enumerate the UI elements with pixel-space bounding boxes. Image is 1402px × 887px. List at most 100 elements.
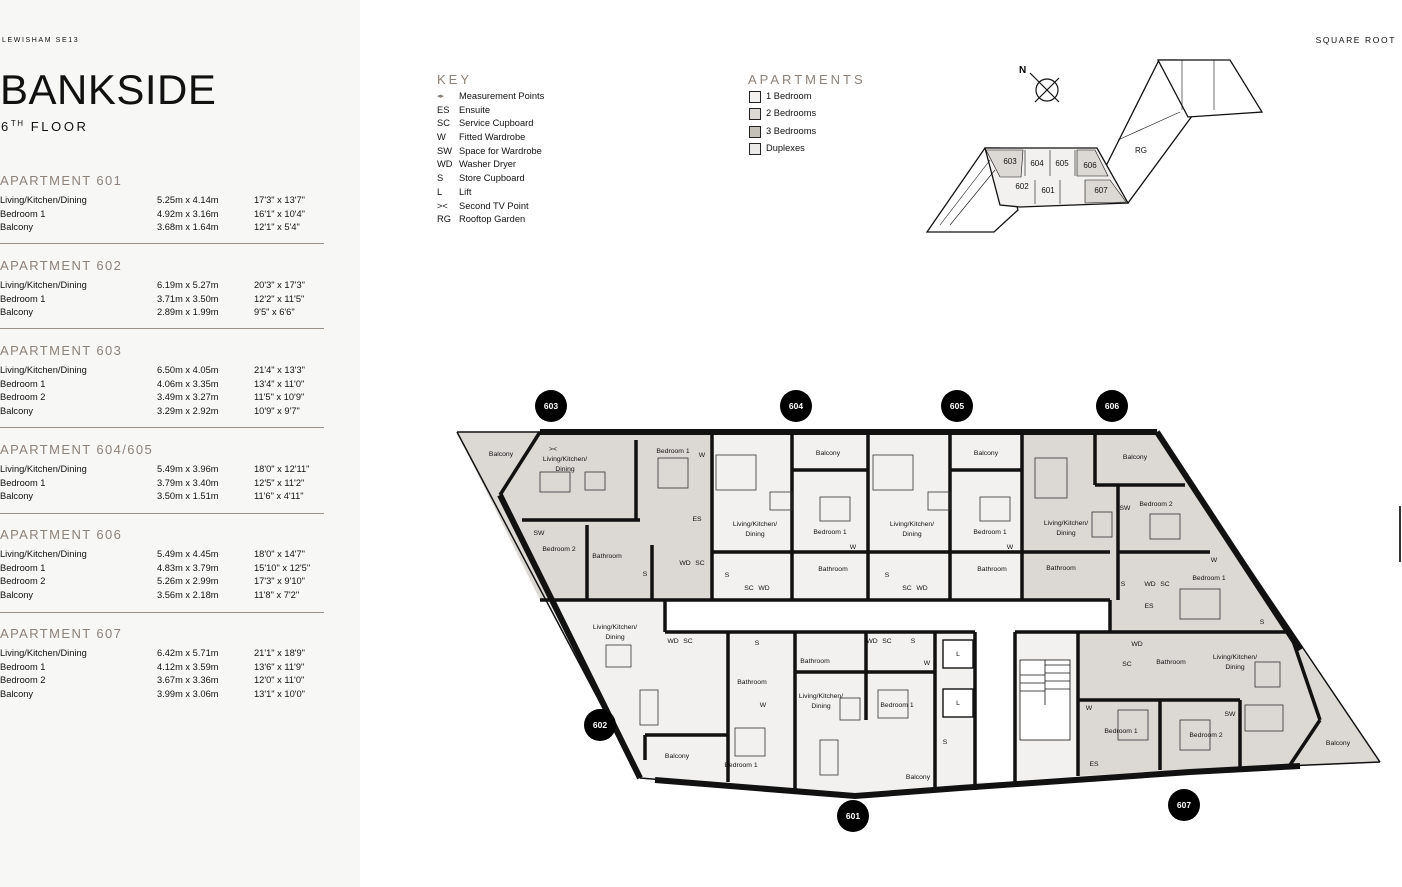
room-label: Bedroom 1 [880,702,913,709]
room-imperial-size: 12'5" x 11'2" [254,477,305,488]
room-label: S [1121,581,1126,588]
room-name: Bedroom 2 [0,392,46,403]
marker-label: 604 [789,401,803,411]
room-label: SC [1160,581,1170,588]
marker-604[interactable]: 604 [780,390,812,422]
key-abbreviation: ◂▸ [437,93,445,100]
room-label: S [755,640,760,647]
fixtures [539,454,1284,776]
key-abbreviation: ES [437,104,450,115]
marker-label: 603 [544,401,558,411]
room-label: Bedroom 2 [1139,501,1172,508]
key-abbreviation: S [437,173,444,184]
room-label: Dining [1225,664,1244,671]
room-labels: Balcony >< Living/Kitchen/ Dining Bedroo… [489,446,1351,781]
room-imperial-size: 11'5" x 10'9" [254,392,305,403]
room-name: Bedroom 1 [0,293,46,304]
room-label: SC [1122,661,1132,668]
room-name: Bedroom 2 [0,675,46,686]
room-label: Living/Kitchen/ [890,521,934,528]
legend-item: 2 Bedrooms [748,107,866,124]
floor-label: FLOOR [30,119,89,134]
room-label: Living/Kitchen/ [799,693,843,700]
marker-602[interactable]: 602 [584,709,616,741]
room-label: Bathroom [1156,659,1186,666]
marker-label: 607 [1177,800,1191,810]
room-imperial-size: 13'1" x 10'0" [254,689,305,700]
apartment-title: APARTMENT 602 [0,258,123,273]
room-label: W [924,660,931,667]
room-name: Living/Kitchen/Dining [0,280,87,290]
room-label: Bedroom 2 [542,546,575,553]
room-imperial-size: 20'3" x 17'3" [254,280,305,290]
room-label: Living/Kitchen/ [1044,520,1088,527]
room-label: S [911,638,916,645]
room-label: SW [534,530,546,537]
marker-601[interactable]: 601 [837,800,869,832]
legend-swatch [749,142,761,155]
room-imperial-size: 13'6" x 11'9" [254,661,305,672]
room-metric-size: 3.29m x 2.92m [157,406,219,417]
key-item: ◂▸Measurement Points [437,90,544,104]
room-name: Balcony [0,406,34,417]
key-label: Space for Wardrobe [459,145,542,156]
room-name: Bedroom 1 [0,378,46,389]
room-label: Balcony [974,450,999,457]
room-label: Balcony [1326,740,1351,747]
room-label: WD [679,560,690,567]
key-label: Rooftop Garden [459,214,526,225]
room-label: W [1211,557,1218,564]
section-divider [0,243,324,244]
room-label: Bedroom 1 [1104,728,1137,735]
room-metric-size: 4.83m x 3.79m [157,562,219,573]
apartment-title: APARTMENT 603 [0,343,123,358]
section-divider [0,328,324,329]
legend-label: Duplexes [766,142,805,153]
room-label: S [885,572,890,579]
marker-603[interactable]: 603 [535,390,567,422]
room-name: Balcony [0,307,34,318]
marker-607[interactable]: 607 [1168,789,1200,821]
key-abbreviation: >< [437,200,448,211]
room-metric-size: 3.71m x 3.50m [157,293,219,304]
room-name: Living/Kitchen/Dining [0,464,87,474]
room-label: S [1260,619,1265,626]
unit-603-fill [457,432,712,600]
room-label: WD [667,638,678,645]
room-label: W [850,544,857,551]
room-label: W [760,702,767,709]
key-label: Store Cupboard [459,173,525,184]
room-label: ES [1089,761,1099,768]
marker-605[interactable]: 605 [941,390,973,422]
room-label: S [943,739,948,746]
key-label: Fitted Wardrobe [459,132,526,143]
room-imperial-size: 10'9" x 9'7" [254,406,300,417]
key-abbreviation: SC [437,118,450,129]
room-label: Balcony [816,450,841,457]
legend-swatch [749,91,761,103]
room-label: WD [1131,641,1142,648]
room-label: Dining [811,703,830,710]
room-name: Living/Kitchen/Dining [0,195,87,205]
room-imperial-size: 13'4" x 11'0" [254,378,305,389]
key-abbreviation: L [437,186,443,197]
room-label: WD [866,638,877,645]
marker-606[interactable]: 606 [1096,390,1128,422]
room-label: Balcony [1123,454,1148,461]
room-metric-size: 3.49m x 3.27m [157,392,219,403]
room-metric-size: 6.50m x 4.05m [157,365,219,375]
